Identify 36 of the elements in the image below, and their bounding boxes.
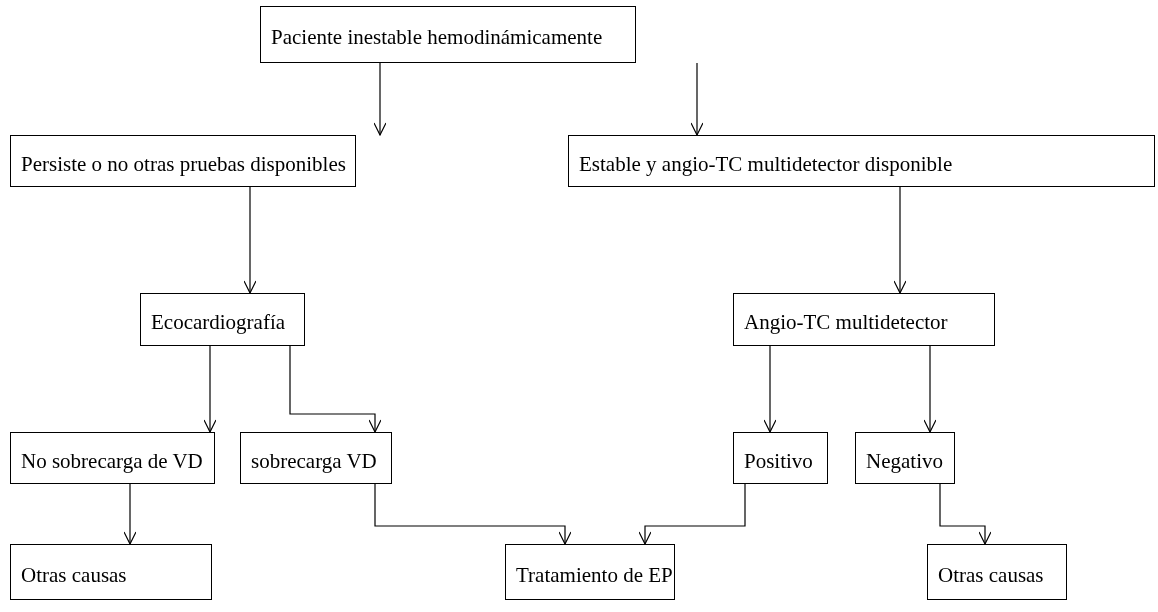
box-label: Paciente inestable hemodinámicamente xyxy=(271,25,603,50)
arrow xyxy=(289,345,382,433)
arrow xyxy=(203,345,217,433)
arrow xyxy=(638,483,746,545)
box-label: No sobrecarga de VD xyxy=(21,448,203,474)
box-label: sobrecarga VD xyxy=(251,448,377,474)
process-box xyxy=(10,135,356,187)
box-label: Otras causas xyxy=(21,562,127,588)
box-label: Ecocardiografía xyxy=(151,310,286,335)
box-label: Tratamiento de EP xyxy=(516,562,673,588)
process-box xyxy=(927,544,1067,600)
process-box xyxy=(568,135,1155,187)
arrow xyxy=(243,186,257,294)
arrow xyxy=(923,345,937,433)
arrow xyxy=(893,186,907,294)
process-box xyxy=(733,432,828,484)
box-label: Positivo xyxy=(744,448,813,474)
process-box xyxy=(140,293,305,346)
process-box xyxy=(240,432,392,484)
box-label: Otras causas xyxy=(938,562,1044,588)
arrow xyxy=(373,62,387,136)
process-box xyxy=(505,544,675,600)
box-label: Negativo xyxy=(866,448,943,474)
arrow xyxy=(374,483,572,545)
arrow xyxy=(763,345,777,433)
process-box xyxy=(10,544,212,600)
box-label: Estable y angio-TC multidetector disponible xyxy=(579,151,953,177)
arrow xyxy=(690,62,704,136)
process-box xyxy=(260,6,636,63)
process-box xyxy=(733,293,995,346)
process-box xyxy=(855,432,955,484)
arrow xyxy=(123,483,137,545)
box-label: Angio-TC multidetector xyxy=(744,310,948,335)
process-box xyxy=(10,432,215,484)
box-label: Persiste o no otras pruebas disponibles xyxy=(21,151,346,177)
arrow xyxy=(939,483,992,545)
